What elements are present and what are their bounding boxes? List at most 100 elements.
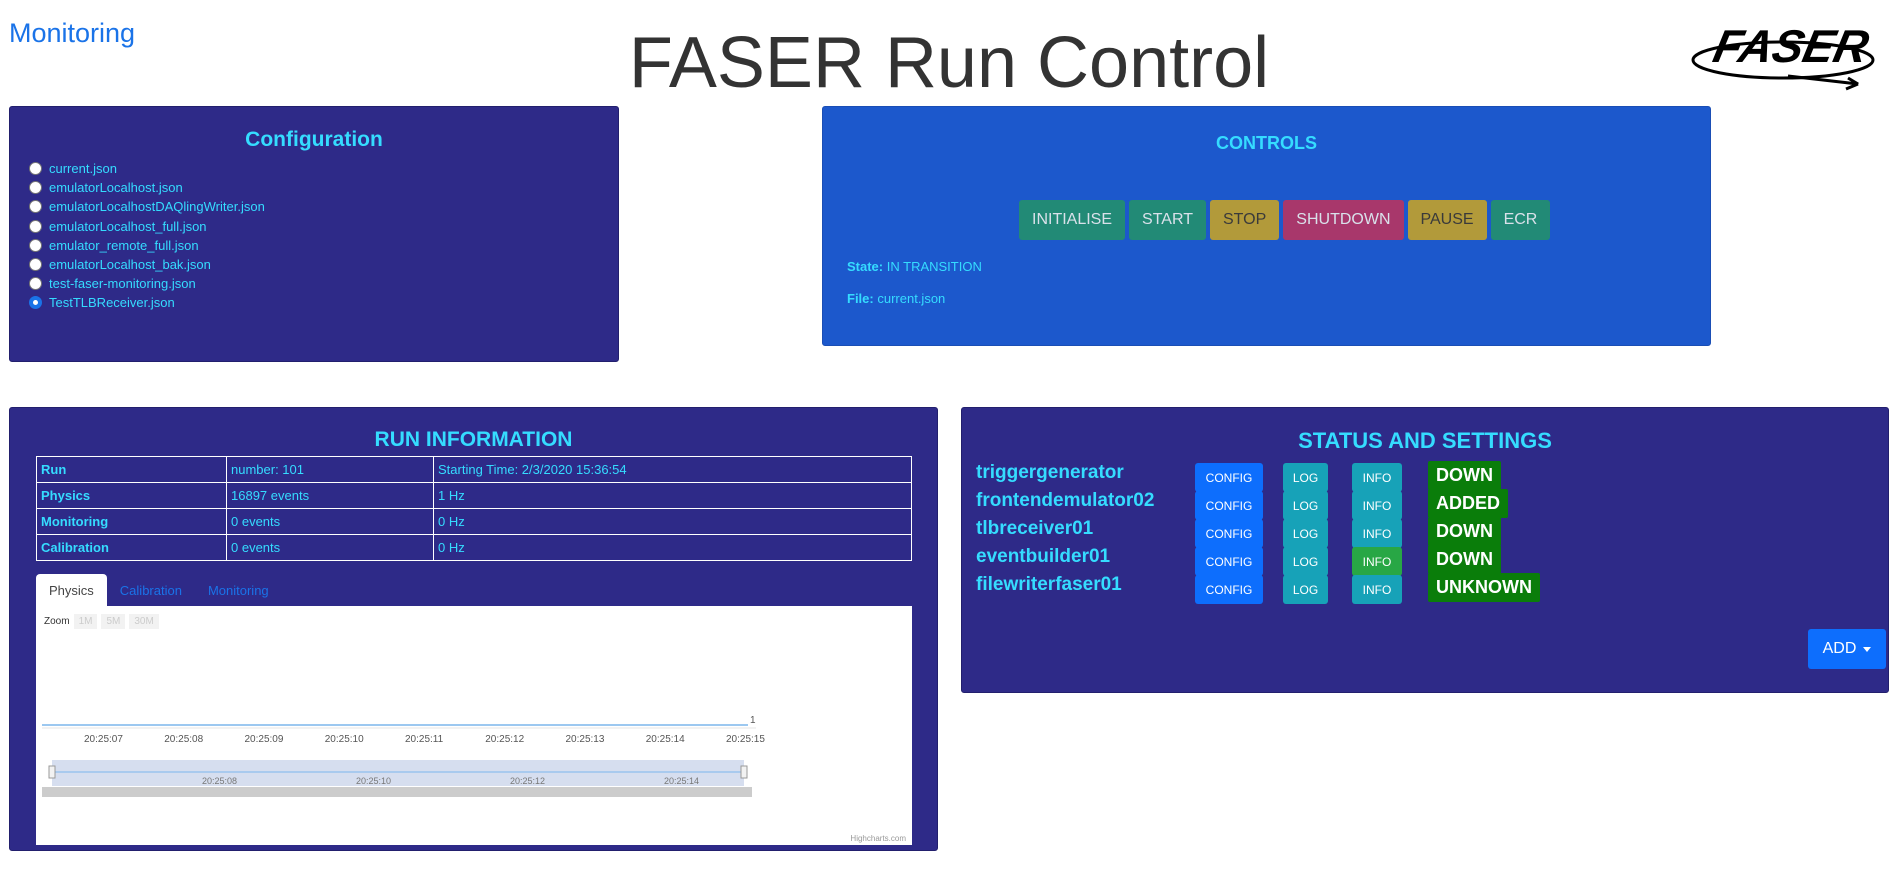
info-button[interactable]: INFO <box>1352 463 1402 492</box>
status-badge: DOWN <box>1428 517 1501 546</box>
component-row: frontendemulator02 CONFIG LOG INFO ADDED <box>976 488 1876 520</box>
zoom-5m-button[interactable]: 5M <box>101 614 126 629</box>
log-button[interactable]: LOG <box>1283 519 1328 548</box>
component-name: filewriterfaser01 <box>976 574 1122 595</box>
config-option-label: emulator_remote_full.json <box>49 237 199 253</box>
navigator-tick-label: 20:25:12 <box>510 776 546 786</box>
run-info-value: number: 101 <box>226 456 434 483</box>
config-option[interactable]: emulatorLocalhostDAQlingWriter.json <box>29 197 265 216</box>
component-name: eventbuilder01 <box>976 546 1111 567</box>
status-badge: UNKNOWN <box>1428 573 1540 602</box>
tab-monitoring[interactable]: Monitoring <box>207 582 269 598</box>
page-title: FASER Run Control <box>628 23 1270 103</box>
config-option-label: TestTLBReceiver.json <box>49 295 175 311</box>
run-info-extra: 1 Hz <box>433 482 912 509</box>
x-tick-label: 20:25:12 <box>485 734 525 745</box>
status-badge: DOWN <box>1428 461 1501 490</box>
log-button[interactable]: LOG <box>1283 491 1328 520</box>
status-badge: DOWN <box>1428 545 1501 574</box>
tab-calibration[interactable]: Calibration <box>119 582 182 598</box>
shutdown-button[interactable]: SHUTDOWN <box>1283 200 1404 240</box>
x-tick-label: 20:25:11 <box>405 734 444 745</box>
file-value: current.json <box>877 291 946 306</box>
config-button[interactable]: CONFIG <box>1195 547 1263 576</box>
file-line: File: current.json <box>847 291 945 306</box>
radio-button[interactable] <box>29 219 42 233</box>
log-button[interactable]: LOG <box>1283 575 1328 604</box>
log-button[interactable]: LOG <box>1283 463 1328 492</box>
radio-button[interactable] <box>29 238 42 252</box>
tab-physics[interactable]: Physics <box>36 574 107 606</box>
x-tick-label: 20:25:07 <box>84 734 123 745</box>
config-button[interactable]: CONFIG <box>1195 519 1263 548</box>
run-information-title: RUN INFORMATION <box>374 428 573 451</box>
config-button[interactable]: CONFIG <box>1195 491 1263 520</box>
configuration-title: Configuration <box>245 128 383 151</box>
faser-logo: FASER <box>1691 20 1875 91</box>
start-button[interactable]: START <box>1129 200 1206 240</box>
info-button[interactable]: INFO <box>1352 575 1402 604</box>
navigator-range[interactable] <box>52 760 744 786</box>
radio-button[interactable] <box>29 258 42 272</box>
config-option[interactable]: emulator_remote_full.json <box>29 236 265 255</box>
x-tick-label: 20:25:08 <box>164 734 204 745</box>
x-tick-label: 20:25:15 <box>726 734 765 745</box>
zoom-1m-button[interactable]: 1M <box>73 614 98 629</box>
radio-button[interactable] <box>29 277 42 291</box>
config-option[interactable]: emulatorLocalhost_bak.json <box>29 255 265 274</box>
radio-button[interactable] <box>29 181 42 195</box>
run-info-label: Physics <box>36 482 227 509</box>
config-option-label: emulatorLocalhost_bak.json <box>49 257 211 273</box>
config-button[interactable]: CONFIG <box>1195 575 1263 604</box>
ecr-button[interactable]: ECR <box>1490 200 1551 240</box>
status-settings-title: STATUS AND SETTINGS <box>1298 428 1552 453</box>
info-button[interactable]: INFO <box>1352 547 1402 576</box>
info-button[interactable]: INFO <box>1352 491 1402 520</box>
stop-button[interactable]: STOP <box>1210 200 1280 240</box>
zoom-controls: Zoom 1M 5M 30M <box>44 614 159 629</box>
chart-plot: 1 <box>42 715 756 797</box>
monitoring-link[interactable]: Monitoring <box>9 18 136 48</box>
navigator-handle-right[interactable] <box>740 765 748 779</box>
navigator-scrollbar[interactable] <box>42 787 752 797</box>
radio-button[interactable] <box>29 200 42 214</box>
run-info-extra: Starting Time: 2/3/2020 15:36:54 <box>433 456 912 483</box>
add-button[interactable]: ADD <box>1808 629 1886 669</box>
config-button[interactable]: CONFIG <box>1195 463 1263 492</box>
file-label: File: <box>847 291 874 306</box>
pause-button[interactable]: PAUSE <box>1407 200 1487 240</box>
config-option-label: emulatorLocalhost_full.json <box>49 218 207 234</box>
log-button[interactable]: LOG <box>1283 547 1328 576</box>
chart-credit: Highcharts.com <box>850 834 906 843</box>
config-option[interactable]: TestTLBReceiver.json <box>29 293 265 312</box>
config-option[interactable]: emulatorLocalhost.json <box>29 178 265 197</box>
info-button[interactable]: INFO <box>1352 519 1402 548</box>
config-option[interactable]: current.json <box>29 159 265 178</box>
component-row: filewriterfaser01 CONFIG LOG INFO UNKNOWN <box>976 572 1876 604</box>
svg-text:FASER: FASER <box>1709 20 1874 71</box>
config-option[interactable]: test-faser-monitoring.json <box>29 274 265 293</box>
status-badge: ADDED <box>1428 489 1509 518</box>
zoom-label: Zoom <box>44 616 70 627</box>
state-label: State: <box>847 259 884 274</box>
radio-button[interactable] <box>29 162 42 176</box>
config-option[interactable]: emulatorLocalhost_full.json <box>29 217 265 236</box>
zoom-30m-button[interactable]: 30M <box>129 614 159 629</box>
config-option-label: current.json <box>49 161 117 177</box>
run-info-value: 0 events <box>226 534 434 561</box>
component-name: frontendemulator02 <box>976 490 1155 511</box>
navigator-handle-left[interactable] <box>48 765 56 779</box>
radio-button[interactable] <box>29 296 42 310</box>
run-info-value: 16897 events <box>226 482 434 509</box>
initialise-button[interactable]: INITIALISE <box>1019 200 1126 240</box>
config-option-label: test-faser-monitoring.json <box>49 276 196 292</box>
